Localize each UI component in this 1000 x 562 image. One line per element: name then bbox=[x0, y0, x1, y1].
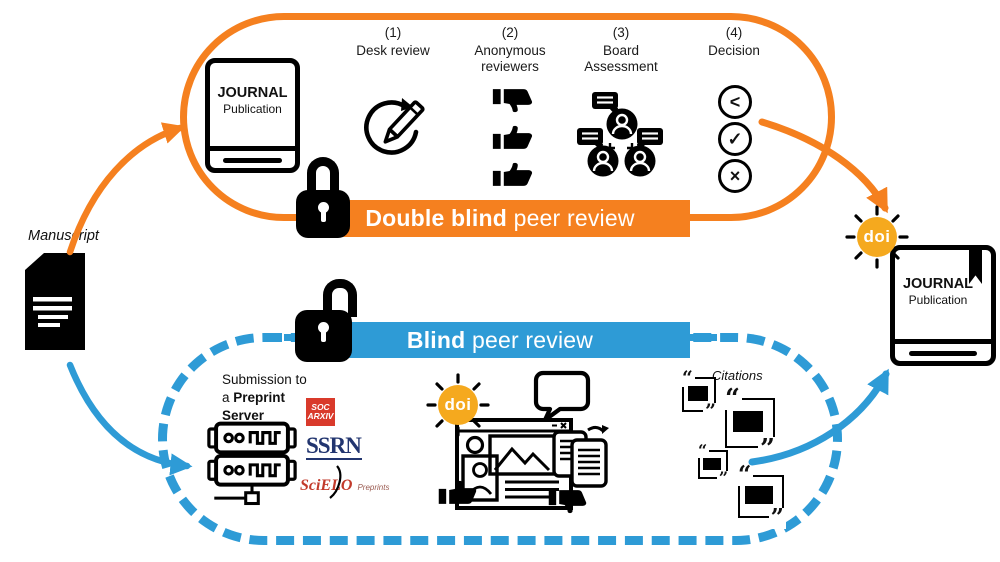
keyhole bbox=[318, 322, 329, 333]
close-quote-icon: ” bbox=[768, 503, 786, 531]
open-quote-icon: “ bbox=[736, 461, 754, 489]
open-quote-icon: “ bbox=[680, 366, 695, 389]
manuscript-icon bbox=[25, 253, 85, 350]
book-pages-pill bbox=[222, 158, 283, 163]
citation-fill bbox=[687, 386, 708, 401]
decision-accept-icon: ✓ bbox=[718, 122, 752, 156]
manuscript-label: Manuscript bbox=[28, 228, 99, 244]
padlock-shackle bbox=[323, 279, 357, 317]
journal-book-published: JOURNAL Publication bbox=[890, 245, 996, 366]
step-2-label: (2) Anonymous reviewers bbox=[474, 25, 546, 74]
step-4-label: (4) Decision bbox=[708, 25, 760, 58]
thumbs-up-icon bbox=[490, 158, 536, 191]
doi-badge: doi bbox=[426, 373, 490, 437]
thumbs-down-icon bbox=[546, 485, 590, 518]
desk-review-edit-icon bbox=[364, 98, 425, 155]
journal-book-title: JOURNAL bbox=[217, 85, 288, 101]
decision-revise-icon: < bbox=[718, 85, 752, 119]
journal-book-subtitle: Publication bbox=[908, 293, 968, 307]
preprint-page-cluster bbox=[428, 368, 628, 526]
padlock-shackle bbox=[307, 157, 339, 197]
close-quote-icon: ” bbox=[757, 432, 777, 464]
socarxiv-logo: SOC ARXIV bbox=[306, 398, 335, 426]
citation-quote-block: “ ” bbox=[680, 368, 718, 421]
journal-book-subtitle: Publication bbox=[223, 102, 282, 116]
citation-quote-block: “ ” bbox=[696, 442, 730, 486]
ssrn-logo: SSRN bbox=[306, 433, 362, 460]
documents-copy-icon bbox=[552, 425, 609, 488]
citation-fill bbox=[703, 458, 721, 470]
citations-label: Citations bbox=[712, 368, 763, 383]
journal-book: JOURNAL Publication bbox=[205, 58, 300, 173]
citation-quote-block: “ ” bbox=[736, 463, 786, 529]
keyhole-stem bbox=[320, 210, 326, 222]
doi-badge: doi bbox=[845, 205, 909, 269]
thumbs-down-icon bbox=[490, 84, 536, 117]
open-quote-icon: “ bbox=[696, 441, 710, 461]
banner-rest-text: peer review bbox=[506, 205, 635, 231]
citation-fill bbox=[745, 486, 774, 505]
journal-book-title: JOURNAL bbox=[902, 276, 974, 292]
ssrn-tagline-line bbox=[306, 458, 362, 460]
thumbs-up-icon bbox=[436, 476, 480, 509]
blue-line-stub-right bbox=[690, 334, 717, 341]
decision-reject-icon: × bbox=[718, 159, 752, 193]
blind-banner: Blind peer review bbox=[310, 322, 690, 358]
doi-label: doi bbox=[857, 217, 897, 257]
padlock-body bbox=[295, 310, 352, 362]
preprint-server-icon bbox=[207, 421, 297, 506]
padlock-body bbox=[296, 190, 350, 238]
citation-quote-block: “ ” bbox=[723, 385, 777, 462]
banner-bold-text: Blind bbox=[406, 326, 466, 353]
submission-label: Submission to a Preprint Server bbox=[222, 372, 307, 423]
step-3-label: (3) Board Assessment bbox=[584, 25, 658, 74]
book-pages-line bbox=[895, 339, 991, 344]
close-quote-icon: ” bbox=[716, 468, 730, 488]
book-pages-pill bbox=[909, 351, 977, 356]
bookmark-ribbon-icon bbox=[969, 248, 982, 284]
thumbs-up-icon bbox=[490, 121, 536, 154]
doi-label: doi bbox=[438, 385, 478, 425]
banner-rest-text: peer review bbox=[465, 326, 594, 353]
keyhole-stem bbox=[321, 330, 326, 342]
board-assessment-icon bbox=[577, 92, 663, 177]
close-quote-icon: ” bbox=[703, 400, 718, 423]
comment-bubble-icon bbox=[533, 370, 591, 422]
double-blind-banner: Double blind peer review bbox=[310, 200, 690, 237]
banner-bold-text: Double blind bbox=[365, 205, 507, 231]
book-pages-line bbox=[210, 146, 295, 151]
step-1-label: (1) Desk review bbox=[356, 25, 430, 58]
keyhole bbox=[317, 202, 329, 213]
citation-fill bbox=[732, 411, 764, 433]
closed-padlock-icon bbox=[296, 157, 350, 238]
open-padlock-icon bbox=[295, 279, 357, 362]
open-quote-icon: “ bbox=[723, 382, 743, 414]
